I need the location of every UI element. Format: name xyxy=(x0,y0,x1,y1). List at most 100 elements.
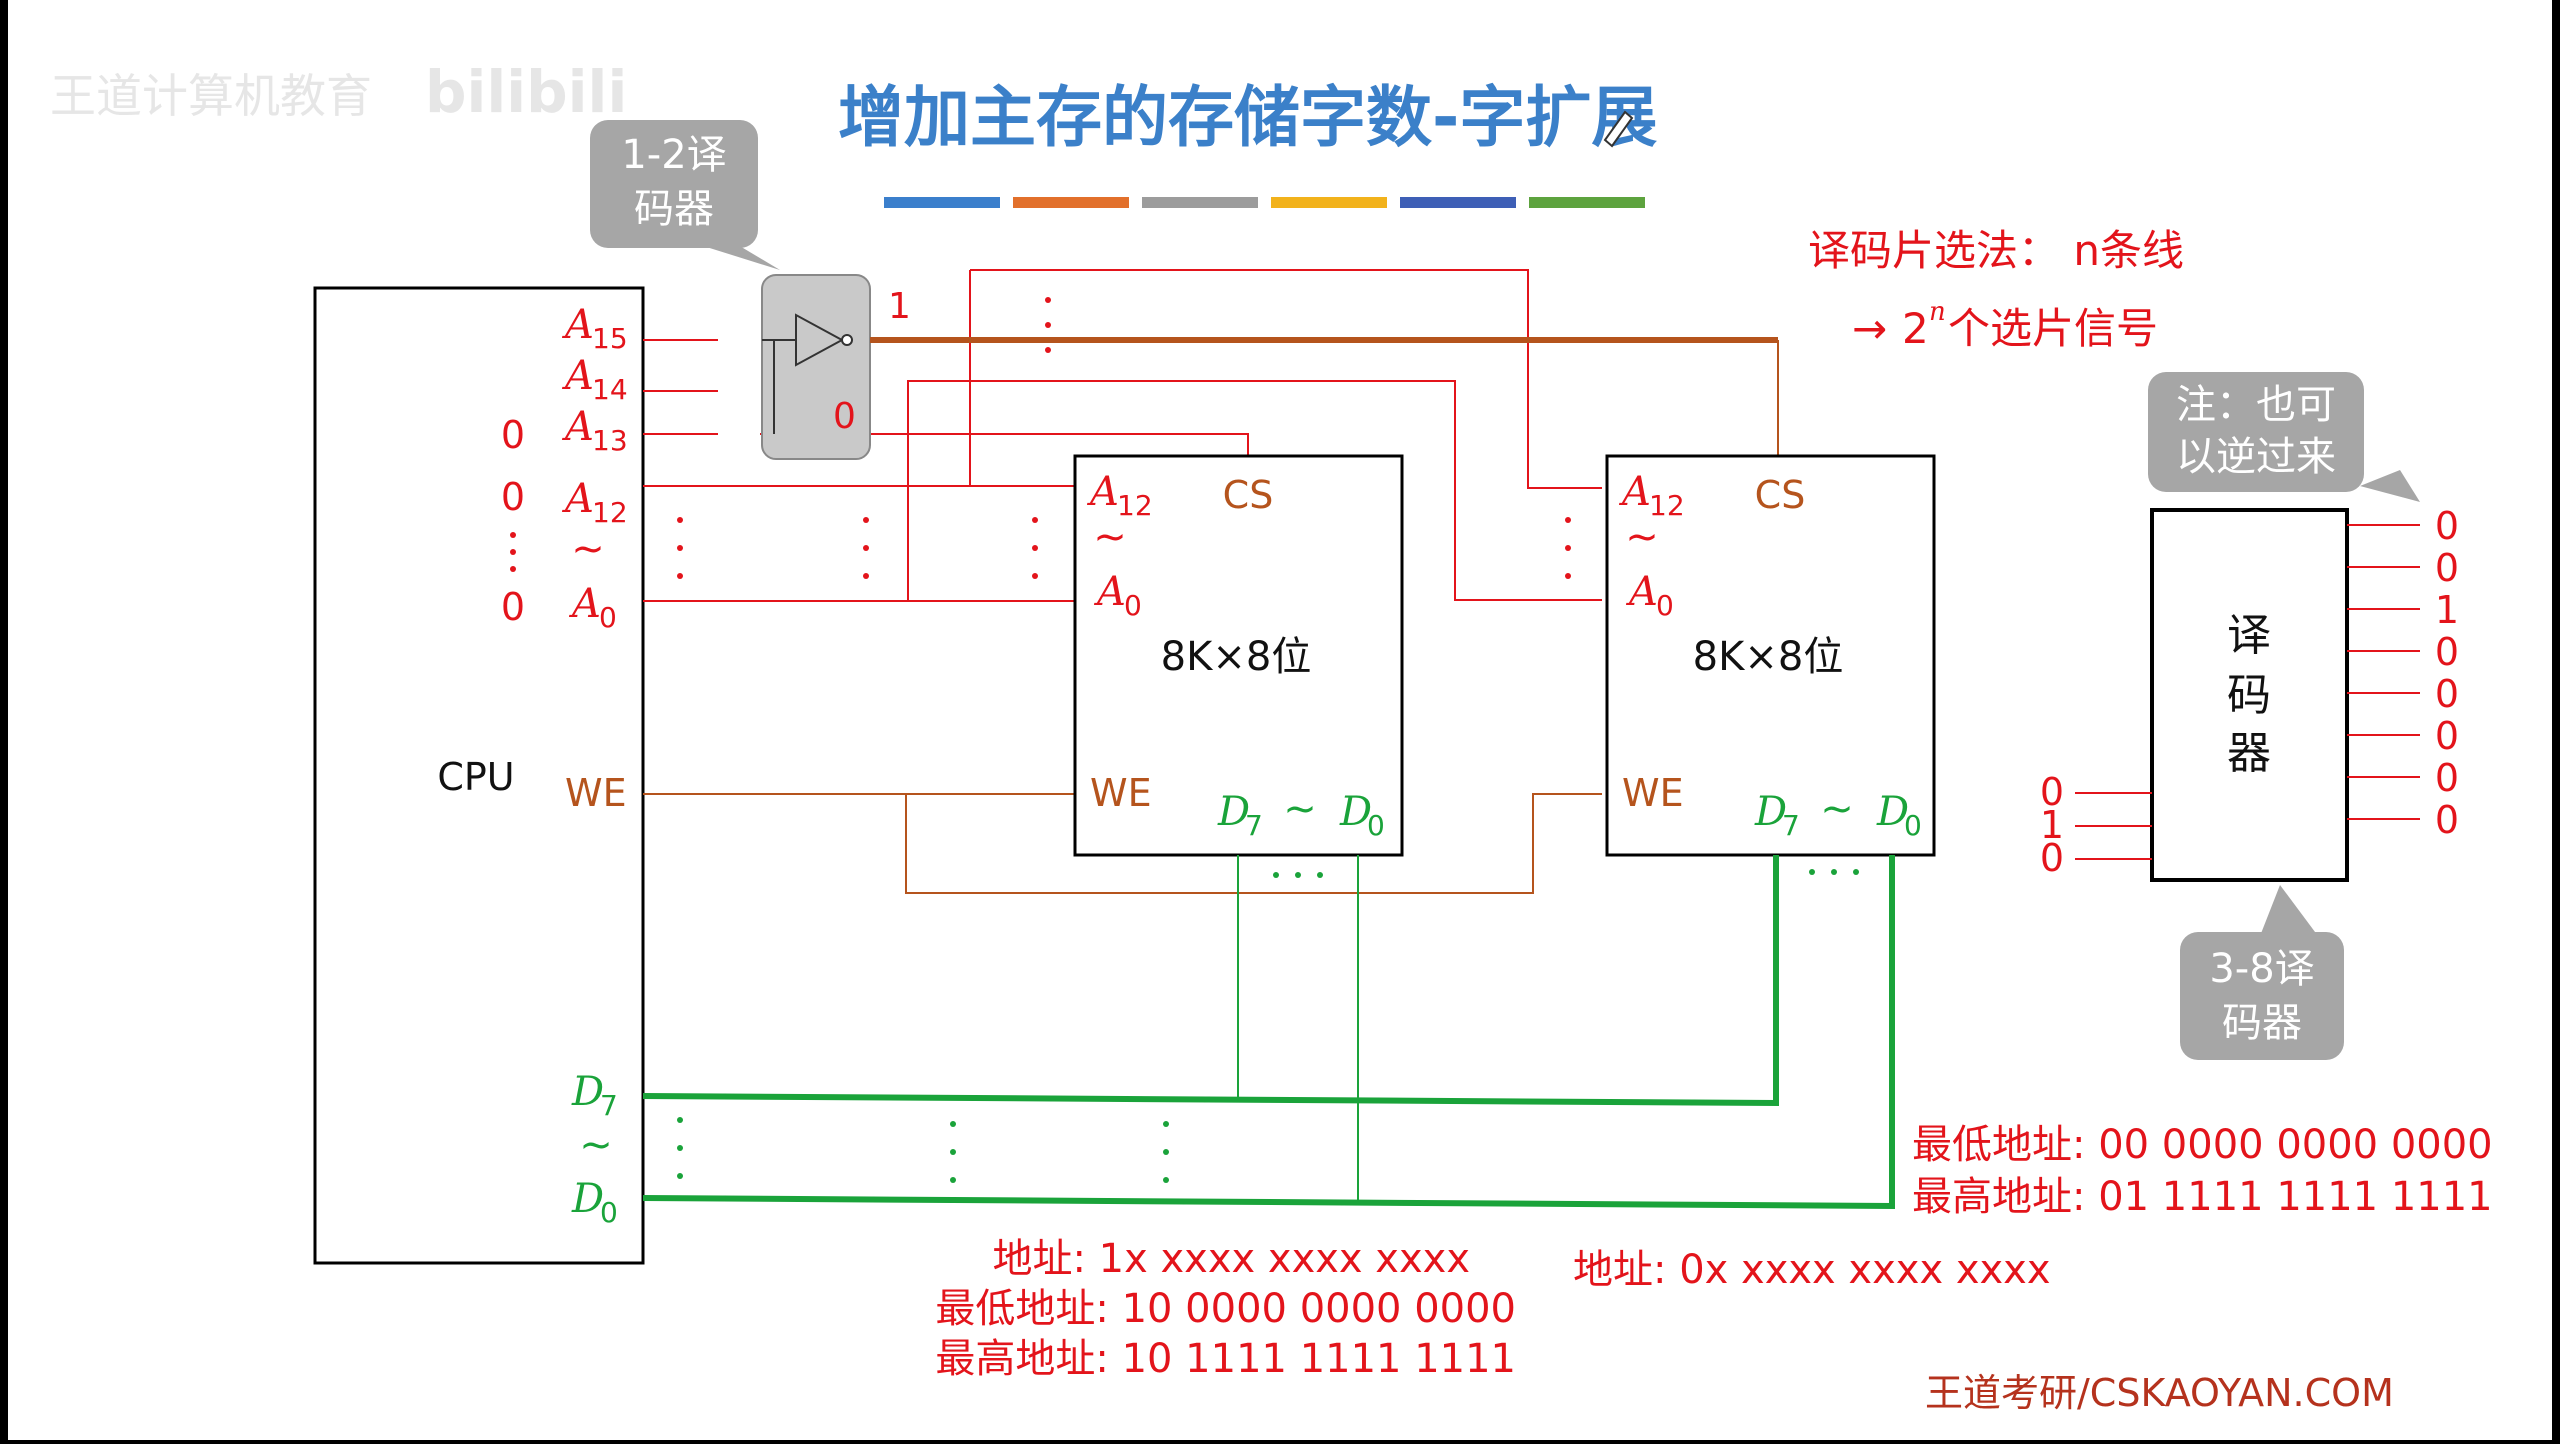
cpu-pin-a14: A 14 xyxy=(561,353,628,406)
footer-brand: 王道考研/CSKAOYAN.COM xyxy=(1925,1371,2394,1415)
decoder-output-value: 0 xyxy=(2435,756,2459,800)
cpu-label: CPU xyxy=(437,755,514,799)
bus-d0 xyxy=(642,855,1895,1210)
pin-letter: A xyxy=(561,404,594,450)
callout-line: 码器 xyxy=(2222,1000,2302,1046)
cpu-pin-a0: A 0 xyxy=(568,581,617,634)
cpu-pin-we: WE xyxy=(565,771,627,815)
wire-we-chip2 xyxy=(905,793,1602,894)
callout-bubble xyxy=(2180,932,2344,1060)
pin-subscript: 7 xyxy=(600,1089,618,1122)
chip1-highest-address: 最高地址: 10 1111 1111 1111 xyxy=(935,1336,1516,1382)
data-wires xyxy=(642,855,1895,1210)
pin-letter: A xyxy=(561,353,594,399)
cpu-pin-a13: A 13 xyxy=(561,404,628,457)
pencil-icon xyxy=(1603,110,1634,148)
tilde: ~ xyxy=(571,526,605,572)
pin-a0-sub: 0 xyxy=(1656,589,1674,622)
chip1-address-range: 地址: 1x xxxx xxxx xxxx xyxy=(992,1236,1470,1282)
title-underline-bars xyxy=(884,197,1645,208)
cpu-box xyxy=(313,286,645,1265)
address-value-a13: 0 xyxy=(501,413,525,457)
decoder-output-value: 0 xyxy=(2435,504,2459,548)
callout-reverse: 注：也可 以逆过来 xyxy=(2148,372,2420,502)
decoder-output-0: 0 xyxy=(833,396,856,437)
pin-a12-sub: 12 xyxy=(1117,489,1153,522)
decoder-output-value: 0 xyxy=(2435,546,2459,590)
title-bar-segment xyxy=(1142,197,1258,208)
cpu-pin-d7: D 7 xyxy=(571,1069,618,1122)
wire-a0-chip2 xyxy=(907,380,1602,601)
callout-decoder-3-8: 3-8译 码器 xyxy=(2180,885,2344,1060)
formula-base: 2 xyxy=(1902,304,1929,353)
callout-tail xyxy=(2360,470,2420,502)
pin-a12-letter: A xyxy=(1618,469,1651,515)
decoder-input-value: 1 xyxy=(2040,803,2064,847)
formula-exponent: n xyxy=(1929,297,1946,327)
chip2-address-range: 地址: 0x xxxx xxxx xxxx xyxy=(1573,1247,2051,1293)
pin-d7-sub: 7 xyxy=(1245,809,1263,842)
callout-line: 1-2译 xyxy=(621,132,726,178)
decoder-output-value: 0 xyxy=(2435,798,2459,842)
pin-letter: D xyxy=(571,1069,604,1115)
pin-subscript: 14 xyxy=(592,373,628,406)
method-text-2: 个选片信号 xyxy=(1948,304,2158,353)
watermark: 王道计算机教育 xyxy=(50,69,372,123)
arrow-right-icon: → xyxy=(1852,304,1887,353)
pin-a12-sub: 12 xyxy=(1649,489,1685,522)
bilibili-logo: bilibili xyxy=(425,58,627,126)
pin-d0-sub: 0 xyxy=(1367,809,1385,842)
pin-subscript: 13 xyxy=(592,424,628,457)
method-text-1: 译码片选法： n条线 xyxy=(1808,226,2184,275)
tilde: ~ xyxy=(1820,786,1854,832)
address-wires xyxy=(643,269,1602,602)
decoder-output-value: 0 xyxy=(2435,672,2459,716)
chip2-lowest-address: 最低地址: 00 0000 0000 0000 xyxy=(1912,1122,2493,1168)
callout-tail xyxy=(2260,885,2318,936)
callout-line: 码器 xyxy=(634,186,714,232)
pin-d0-sub: 0 xyxy=(1904,809,1922,842)
pin-subscript: 15 xyxy=(592,322,628,355)
decoder-input-value: 0 xyxy=(2040,770,2064,814)
decoder-output-1: 1 xyxy=(888,286,911,327)
page-title: 增加主存的存储字数-字扩展 xyxy=(838,79,1657,156)
tilde: ~ xyxy=(1283,786,1317,832)
chip-box xyxy=(1605,454,1936,857)
ellipsis-vertical xyxy=(510,532,516,572)
title-bar-segment xyxy=(1271,197,1387,208)
decoder-input-value: 0 xyxy=(2040,836,2064,880)
pin-a0-sub: 0 xyxy=(1124,589,1142,622)
pin-subscript: 0 xyxy=(599,601,617,634)
address-value-a0: 0 xyxy=(501,585,525,629)
callout-line: 注：也可 xyxy=(2176,382,2336,428)
memory-chip-2: A 12 ~ A 0 CS 8K×8位 WE D 7 ~ D 0 xyxy=(1605,454,1936,857)
callout-bubble xyxy=(590,120,758,248)
cpu-pin-a12: A 12 xyxy=(561,476,628,529)
we-wires xyxy=(643,793,1602,894)
memory-chip-1: A 12 ~ A 0 CS 8K×8位 WE D 7 ~ D 0 xyxy=(1073,454,1404,857)
cpu-pin-a15: A 15 xyxy=(561,302,628,355)
address-value-a12: 0 xyxy=(501,475,525,519)
decoder-inputs: 010 xyxy=(2040,770,2152,880)
tilde: ~ xyxy=(1625,514,1659,560)
bus-d7 xyxy=(642,855,1779,1107)
chip2-highest-address: 最高地址: 01 1111 1111 1111 xyxy=(1912,1174,2493,1220)
pin-d7-sub: 7 xyxy=(1782,809,1800,842)
decoder-output-value: 0 xyxy=(2435,714,2459,758)
pin-subscript: 12 xyxy=(592,496,628,529)
pin-d0-letter: D xyxy=(1339,789,1372,835)
pin-a0-letter: A xyxy=(1625,569,1658,615)
decoder-label-char: 码 xyxy=(2227,670,2271,721)
chip-we-label: WE xyxy=(1090,771,1152,815)
chip-capacity: 8K×8位 xyxy=(1161,634,1312,680)
decoder-output-value: 1 xyxy=(2435,588,2459,632)
chip-capacity: 8K×8位 xyxy=(1693,634,1844,680)
wire-ellipses xyxy=(677,297,1571,579)
title-bar-segment xyxy=(884,197,1000,208)
title-bar-segment xyxy=(1013,197,1129,208)
pin-letter: A xyxy=(568,581,601,627)
inverter-icon xyxy=(762,313,853,434)
